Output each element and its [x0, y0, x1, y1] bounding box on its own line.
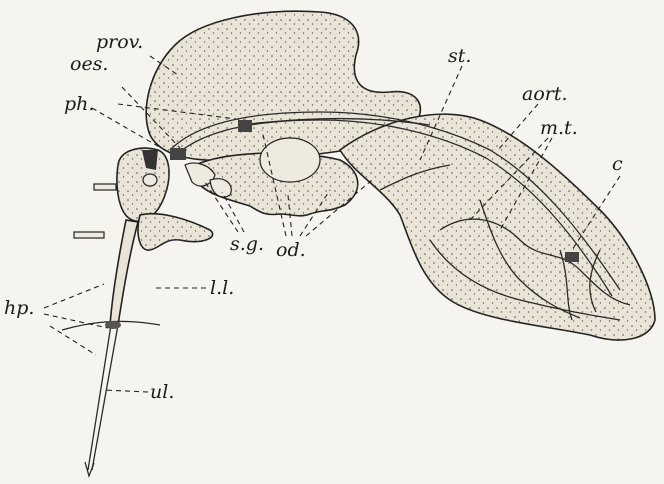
stomach-body	[340, 114, 655, 340]
label-st: st.	[448, 45, 471, 67]
head-pharynx	[117, 148, 169, 221]
label-ph: ph.	[64, 93, 94, 115]
antenna-stubs	[74, 184, 116, 238]
label-prov: prov.	[96, 31, 143, 53]
label-ul: ul.	[150, 381, 174, 403]
label-sg: s.g.	[230, 233, 264, 255]
label-c: c	[612, 153, 623, 175]
label-od: od.	[276, 239, 306, 261]
label-oes: oes.	[70, 53, 108, 75]
labial-lobe	[138, 214, 213, 250]
label-mt: m.t.	[540, 117, 578, 139]
label-aort: aort.	[522, 83, 568, 105]
label-hp: hp.	[4, 297, 34, 319]
label-ll: l.l.	[210, 277, 234, 299]
hypopharynx-stylet	[62, 220, 160, 476]
